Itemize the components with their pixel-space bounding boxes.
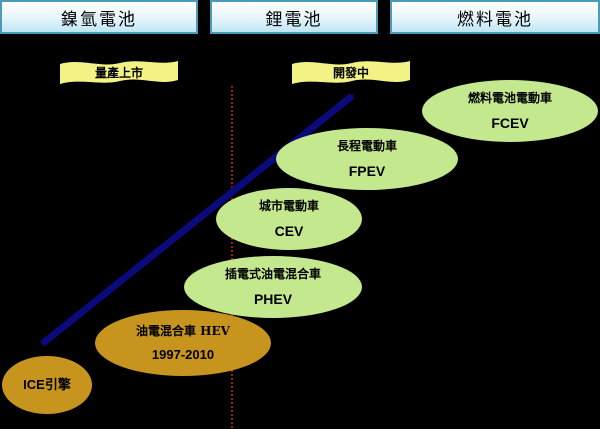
stage-phev-code: PHEV [253, 291, 293, 308]
stage-hev-years: 1997-2010 [151, 346, 215, 362]
stage-ice: ICE引擎 [2, 356, 92, 414]
ribbon-shape [292, 61, 410, 84]
stage-fcev-label: 燃料電池電動車 [467, 90, 552, 105]
stage-cev-label: 城市電動車 [258, 198, 319, 213]
ribbon-in-development-label: 開發中 [332, 65, 369, 80]
stage-cev-code: CEV [274, 223, 304, 240]
header-fuel-label: 燃料電池 [457, 9, 533, 30]
ribbon-in-development: 開發中 [290, 58, 412, 86]
header-li-label: 鋰電池 [265, 9, 323, 30]
header-fuel-cell: 燃料電池 [390, 0, 600, 34]
stage-ice-label: ICE引擎 [23, 377, 71, 393]
ribbon-mass-production-label: 量產上市 [94, 65, 143, 80]
stage-fpev: 長程電動車 FPEV [276, 128, 458, 190]
stage-phev-label: 插電式油電混合車 [224, 266, 321, 281]
stage-fcev: 燃料電池電動車 FCEV [422, 80, 598, 142]
stage-fpev-code: FPEV [348, 163, 386, 180]
ribbon-shape [60, 61, 178, 84]
stage-fpev-label: 長程電動車 [336, 138, 397, 153]
stage-cev: 城市電動車 CEV [216, 188, 362, 250]
header-nimh-battery: 鎳氫電池 [0, 0, 198, 34]
stage-fcev-code: FCEV [491, 115, 529, 132]
ribbon-mass-production: 量產上市 [58, 58, 180, 86]
header-li-battery: 鋰電池 [210, 0, 378, 34]
header-nimh-label: 鎳氫電池 [61, 9, 137, 30]
stage-hev-label: 油電混合車 HEV [136, 324, 230, 339]
stage-hev: 油電混合車 HEV 1997-2010 [95, 310, 271, 376]
stage-phev: 插電式油電混合車 PHEV [184, 256, 362, 318]
